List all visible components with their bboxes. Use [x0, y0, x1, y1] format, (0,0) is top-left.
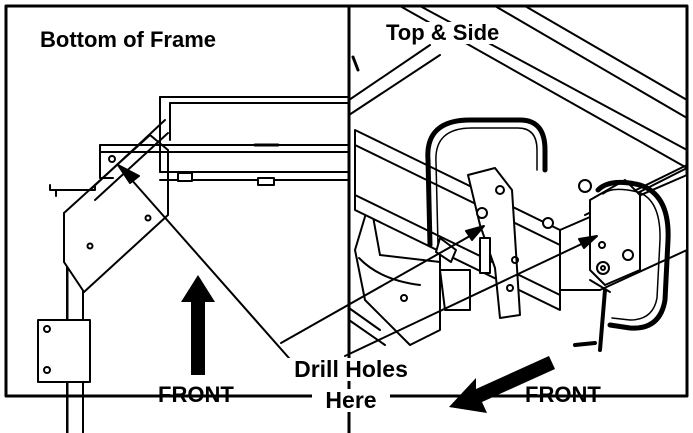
right-front-arrow	[449, 356, 555, 413]
left-front-label: FRONT	[158, 382, 234, 407]
left-panel-drawing	[37, 96, 350, 433]
left-panel-title: Bottom of Frame	[38, 27, 218, 52]
right-panel-drawing	[280, 5, 688, 433]
drill-holes-callout-line2: Here	[312, 389, 390, 412]
right-front-label: FRONT	[525, 382, 601, 407]
left-front-arrow	[181, 275, 215, 375]
right-panel-title: Top & Side	[384, 20, 502, 45]
drill-holes-callout-line1: Drill Holes	[278, 358, 424, 381]
